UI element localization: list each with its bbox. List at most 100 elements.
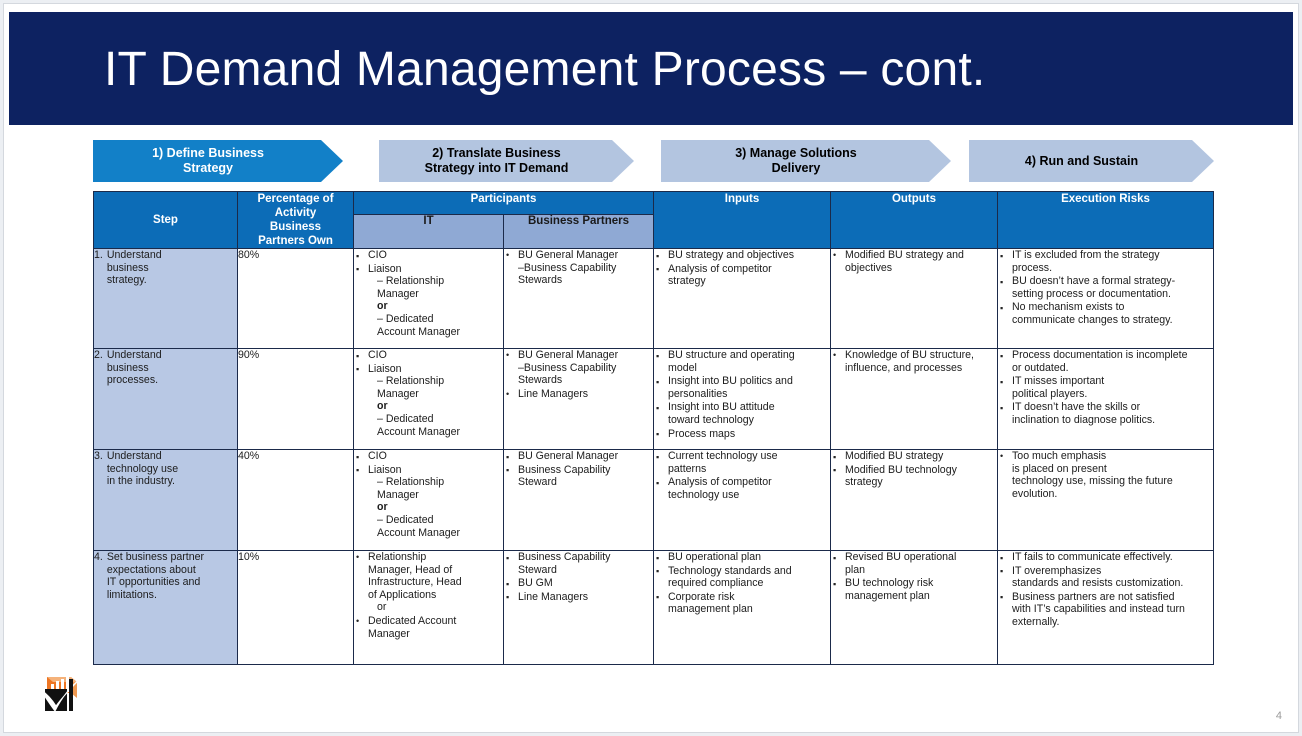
cell-business-partners: Business Capability StewardBU GMLine Man… <box>503 550 654 665</box>
col-header-inputs: Inputs <box>653 191 831 249</box>
step-label: Set business partner expectations about … <box>106 551 205 601</box>
process-table: Step Percentage of Activity Business Par… <box>93 191 1214 665</box>
list-item: Modified BU technology strategy <box>831 464 997 489</box>
step-label: Understand business processes. <box>106 349 162 387</box>
inputs-list: BU structure and operating modelInsight … <box>654 349 830 440</box>
list-item: Insight into BU politics and personaliti… <box>654 375 830 400</box>
list-subitem: – Relationship Manager <box>377 275 445 300</box>
table-header-row-1: Step Percentage of Activity Business Par… <box>93 191 1214 249</box>
step-label: Understand business strategy. <box>106 249 162 287</box>
list-item: IT is excluded from the strategy process… <box>998 249 1213 274</box>
cell-outputs: Modified BU strategyModified BU technolo… <box>830 449 998 551</box>
list-subitem: or <box>377 400 388 413</box>
list-subitem: – Dedicated Account Manager <box>377 312 461 338</box>
list-item: Line Managers <box>504 388 653 401</box>
business-partners-list: BU General Manager –Business Capability … <box>504 249 653 287</box>
col-header-percentage: Percentage of Activity Business Partners… <box>237 191 354 249</box>
slide-canvas: IT Demand Management Process – cont. 1) … <box>4 4 1298 732</box>
cell-outputs: Knowledge of BU structure, influence, an… <box>830 348 998 450</box>
col-header-execution-risks: Execution Risks <box>997 191 1214 249</box>
col-header-it: IT <box>353 214 504 249</box>
table-header-row-2: IT Business Partners <box>94 214 1214 249</box>
list-item: CIO <box>354 450 503 463</box>
list-item: Modified BU strategy and objectives <box>831 249 997 274</box>
list-item: Modified BU strategy <box>831 450 997 463</box>
outputs-list: Modified BU strategyModified BU technolo… <box>831 450 997 489</box>
business-partners-list: BU General Manager –Business Capability … <box>504 349 653 400</box>
phase-chevron-3[interactable]: 3) Manage Solutions Delivery <box>661 140 951 182</box>
phase-chevron-bar: 1) Define Business Strategy 2) Translate … <box>93 140 1214 182</box>
list-item: Process maps <box>654 428 830 441</box>
list-item: CIO <box>354 349 503 362</box>
cell-percentage: 10% <box>237 550 354 665</box>
list-item: BU doesn’t have a formal strategy- setti… <box>998 275 1213 300</box>
cell-step: 4.Set business partner expectations abou… <box>93 550 238 665</box>
outputs-list: Revised BU operational planBU technology… <box>831 551 997 602</box>
phase-chevron-2[interactable]: 2) Translate Business Strategy into IT D… <box>379 140 634 182</box>
cell-step: 1.Understand business strategy. <box>93 248 238 349</box>
list-subitem: or <box>377 300 388 313</box>
cell-inputs: BU operational planTechnology standards … <box>653 550 831 665</box>
list-item: BU technology risk management plan <box>831 577 997 602</box>
cell-inputs: Current technology use patternsAnalysis … <box>653 449 831 551</box>
step-number: 4. <box>94 551 103 563</box>
list-item: IT overemphasizes standards and resists … <box>998 565 1213 590</box>
cell-business-partners: BU General Manager –Business Capability … <box>503 248 654 349</box>
phase-chevron-4[interactable]: 4) Run and Sustain <box>969 140 1214 182</box>
cell-outputs: Modified BU strategy and objectives <box>830 248 998 349</box>
list-item: IT fails to communicate effectively. <box>998 551 1213 564</box>
business-partners-list: Business Capability StewardBU GMLine Man… <box>504 551 653 603</box>
list-subitem: – Relationship Manager <box>377 375 445 400</box>
phase-chevron-1[interactable]: 1) Define Business Strategy <box>93 140 343 182</box>
page-number: 4 <box>1275 710 1282 722</box>
table-body: 1.Understand business strategy.80%CIOLia… <box>93 248 1214 665</box>
cell-execution-risks: IT fails to communicate effectively.IT o… <box>997 550 1214 665</box>
list-item: BU General Manager –Business Capability … <box>504 349 653 387</box>
execution-risks-list: Process documentation is incomplete or o… <box>998 349 1213 427</box>
list-item: Insight into BU attitude toward technolo… <box>654 401 830 426</box>
it-list: Relationship Manager, Head of Infrastruc… <box>354 551 503 640</box>
cell-percentage: 40% <box>237 449 354 551</box>
table-row: 2.Understand business processes.90%CIOLi… <box>93 348 1214 450</box>
execution-risks-list: IT fails to communicate effectively.IT o… <box>998 551 1213 629</box>
cell-inputs: BU structure and operating modelInsight … <box>653 348 831 450</box>
step-number: 2. <box>94 349 103 361</box>
list-item: Revised BU operational plan <box>831 551 997 576</box>
phase-chevron-label: 1) Define Business Strategy <box>152 146 264 175</box>
table-row: 1.Understand business strategy.80%CIOLia… <box>93 248 1214 349</box>
list-item: Too much emphasis is placed on present t… <box>998 450 1213 500</box>
col-header-business-partners: Business Partners <box>503 214 654 249</box>
phase-chevron-label: 4) Run and Sustain <box>1024 153 1139 168</box>
list-item: IT doesn’t have the skills or inclinatio… <box>998 401 1213 426</box>
list-subitem: – Relationship Manager <box>377 476 445 501</box>
list-item: Technology standards and required compli… <box>654 565 830 590</box>
list-item: Knowledge of BU structure, influence, an… <box>831 349 997 374</box>
list-item: BU strategy and objectives <box>654 249 830 262</box>
inputs-list: BU strategy and objectivesAnalysis of co… <box>654 249 830 288</box>
list-item: Business partners are not satisfied with… <box>998 591 1213 629</box>
list-item: Relationship Manager, Head of Infrastruc… <box>354 551 503 614</box>
list-item: Line Managers <box>504 591 653 604</box>
company-logo-icon <box>39 677 82 712</box>
list-subitem: or <box>377 501 388 514</box>
cell-percentage: 80% <box>237 248 354 349</box>
cell-percentage: 90% <box>237 348 354 450</box>
list-item: Analysis of competitor technology use <box>654 476 830 501</box>
cell-execution-risks: IT is excluded from the strategy process… <box>997 248 1214 349</box>
list-item: CIO <box>354 249 503 262</box>
cell-it: Relationship Manager, Head of Infrastruc… <box>353 550 504 665</box>
inputs-list: Current technology use patternsAnalysis … <box>654 450 830 501</box>
col-header-participants: Participants <box>353 191 654 215</box>
list-item: Business Capability Steward <box>504 551 653 576</box>
title-banner: IT Demand Management Process – cont. <box>9 12 1293 125</box>
list-item: BU operational plan <box>654 551 830 564</box>
table-row: 4.Set business partner expectations abou… <box>93 550 1214 665</box>
col-header-step: Step <box>93 191 238 249</box>
